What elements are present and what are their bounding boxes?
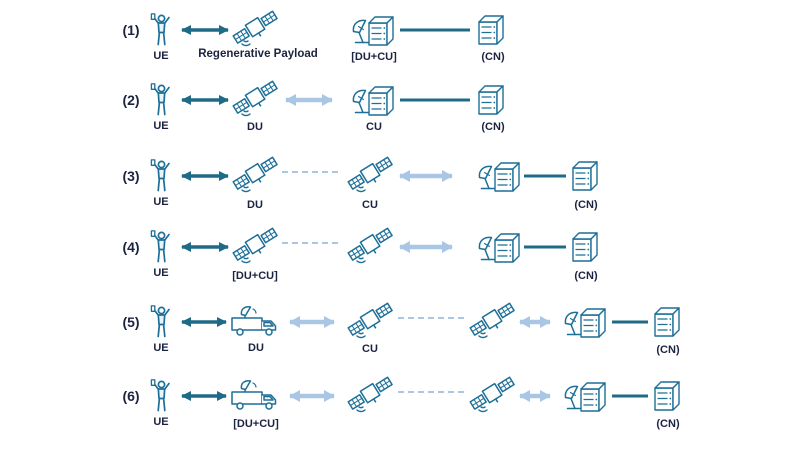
cu-label: CU bbox=[366, 121, 382, 133]
du-label: DU bbox=[248, 342, 264, 354]
row-3-number: (3) bbox=[122, 168, 139, 184]
dish-antenna-icon bbox=[478, 236, 498, 261]
satellite-icon bbox=[346, 300, 394, 342]
dish-antenna-icon bbox=[478, 165, 498, 190]
ue-label: UE bbox=[153, 416, 168, 428]
ue-icon bbox=[150, 13, 170, 46]
row-2-number: (2) bbox=[122, 92, 139, 108]
gateway-label: [DU+CU] bbox=[351, 51, 397, 63]
du-label: DU bbox=[247, 121, 263, 133]
ue-label: UE bbox=[153, 120, 168, 132]
row-5-number: (5) bbox=[122, 314, 139, 330]
gateway-server-icon bbox=[494, 233, 520, 263]
row-1: (1) UE Regenerative Payload [DU+CU] (CN) bbox=[122, 8, 505, 63]
dish-antenna-icon bbox=[352, 19, 372, 44]
row-6: (6) UE [DU+CU] (CN) bbox=[122, 374, 680, 430]
du-cu-label: [DU+CU] bbox=[233, 418, 279, 430]
gateway-server-icon bbox=[494, 162, 520, 192]
cn-server-icon bbox=[572, 161, 598, 191]
ue-icon bbox=[150, 379, 170, 412]
gateway-server-icon bbox=[368, 86, 394, 116]
cn-server-icon bbox=[478, 85, 504, 115]
ue-icon bbox=[150, 305, 170, 338]
cn-server-icon bbox=[478, 15, 504, 45]
cn-label: (CN) bbox=[574, 199, 598, 211]
cn-server-icon bbox=[654, 307, 680, 337]
ue-label: UE bbox=[153, 50, 168, 62]
cn-label: (CN) bbox=[574, 270, 598, 282]
satellite-icon bbox=[346, 225, 394, 267]
gateway-server-icon bbox=[368, 16, 394, 46]
satellite-icon bbox=[231, 78, 279, 120]
truck-icon bbox=[231, 306, 277, 336]
row-1-number: (1) bbox=[122, 22, 139, 38]
cn-label: (CN) bbox=[481, 121, 505, 133]
row-4: (4) UE [DU+CU] (CN) bbox=[122, 225, 598, 282]
ue-icon bbox=[150, 230, 170, 263]
satellite-icon bbox=[346, 374, 394, 416]
row-5: (5) UE DU CU (CN) bbox=[122, 300, 680, 356]
du-label: DU bbox=[247, 199, 263, 211]
row-4-number: (4) bbox=[122, 239, 139, 255]
cn-label: (CN) bbox=[656, 418, 680, 430]
row-3: (3) UE DU CU (CN) bbox=[122, 154, 598, 211]
gateway-server-icon bbox=[580, 382, 606, 412]
ue-icon bbox=[150, 83, 170, 116]
gateway-server-icon bbox=[580, 308, 606, 338]
truck-icon bbox=[231, 380, 277, 410]
ue-label: UE bbox=[153, 342, 168, 354]
cn-server-icon bbox=[572, 232, 598, 262]
row-6-number: (6) bbox=[122, 388, 139, 404]
cn-label: (CN) bbox=[656, 344, 680, 356]
ue-icon bbox=[150, 159, 170, 192]
ue-label: UE bbox=[153, 267, 168, 279]
dish-antenna-icon bbox=[564, 311, 584, 336]
ue-label: UE bbox=[153, 196, 168, 208]
dish-antenna-icon bbox=[564, 385, 584, 410]
cu-label: CU bbox=[362, 199, 378, 211]
dish-antenna-icon bbox=[352, 89, 372, 114]
satellite-icon bbox=[346, 154, 394, 196]
regenerative-payload-label: Regenerative Payload bbox=[198, 48, 318, 60]
satellite-icon bbox=[468, 374, 516, 416]
satellite-icon bbox=[231, 154, 279, 196]
cn-server-icon bbox=[654, 381, 680, 411]
cu-label: CU bbox=[362, 343, 378, 355]
row-2: (2) UE DU CU (CN) bbox=[122, 78, 505, 133]
du-cu-label: [DU+CU] bbox=[232, 270, 278, 282]
cn-label: (CN) bbox=[481, 51, 505, 63]
satellite-icon bbox=[231, 225, 279, 267]
satellite-icon bbox=[468, 300, 516, 342]
satellite-icon bbox=[231, 8, 279, 50]
